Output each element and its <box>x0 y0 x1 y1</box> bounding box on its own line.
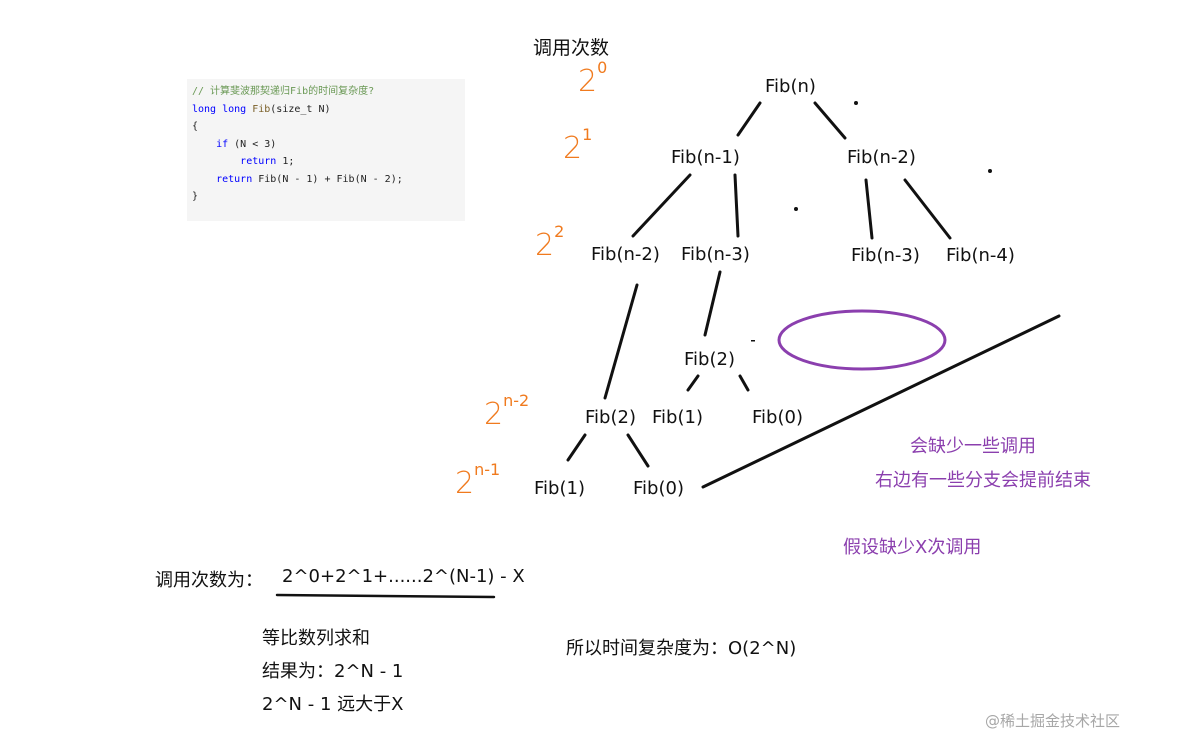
edge-low-right <box>626 433 650 468</box>
power-level-0: 20 <box>578 58 608 99</box>
power-level-n-2: 2n-2 <box>484 391 530 432</box>
node-mid-fib1: Fib(1) <box>652 407 703 428</box>
code-line-signature: long long Fib(size_t N) <box>192 103 331 115</box>
edge-l2b-chain <box>703 270 722 337</box>
note-right-branches: 右边有一些分支会提前结束 <box>875 470 1091 491</box>
node-l2-d: Fib(n-4) <box>946 245 1015 266</box>
dot-4 <box>751 340 755 342</box>
watermark: @稀土掘金技术社区 <box>985 712 1121 730</box>
code-block: // 计算斐波那契递归Fib的时间复杂度? long long Fib(size… <box>187 79 465 221</box>
edge-l1right-d <box>903 178 952 240</box>
node-l1-right: Fib(n-2) <box>847 147 916 168</box>
edge-l1left-a <box>631 173 692 238</box>
code-line-return-expr: return Fib(N - 1) + Fib(N - 2); <box>216 173 403 185</box>
edge-mid-right <box>738 374 750 392</box>
node-low-fib0: Fib(0) <box>633 478 684 499</box>
power-level-1: 21 <box>563 125 593 166</box>
derivation-line-2: 结果为：2^N - 1 <box>262 661 404 682</box>
code-line-return1: return 1; <box>240 156 295 167</box>
edge-mid-left <box>686 374 700 392</box>
node-l2-b: Fib(n-3) <box>681 244 750 265</box>
node-low-fib1: Fib(1) <box>534 478 585 499</box>
conclusion: 所以时间复杂度为：O(2^N) <box>566 638 797 659</box>
node-mid-fib2: Fib(2) <box>684 349 735 370</box>
node-root: Fib(n) <box>765 76 816 97</box>
node-low-fib2: Fib(2) <box>585 407 636 428</box>
code-line-close: } <box>192 191 199 202</box>
code-line-comment: // 计算斐波那契递归Fib的时间复杂度? <box>192 86 375 97</box>
edge-l1left-b <box>733 173 740 238</box>
page-title: 调用次数 <box>533 37 610 59</box>
node-l2-a: Fib(n-2) <box>591 244 660 265</box>
derivation-line-1: 等比数列求和 <box>262 628 370 649</box>
formula-underline <box>275 593 496 599</box>
node-mid-fib0: Fib(0) <box>752 407 803 428</box>
missing-calls-ellipse <box>777 309 947 371</box>
note-missing-calls: 会缺少一些调用 <box>910 436 1036 457</box>
edge-low-left <box>566 433 587 462</box>
node-l1-left: Fib(n-1) <box>671 147 740 168</box>
dot-3 <box>794 207 798 211</box>
power-level-n-1: 2n-1 <box>455 460 501 501</box>
edge-root-left <box>736 101 762 137</box>
diagonal-cut <box>701 314 1061 489</box>
edge-l1right-c <box>864 178 874 240</box>
note-assume-x: 假设缺少X次调用 <box>843 537 982 558</box>
formula-expression: 2^0+2^1+......2^(N-1) - X <box>282 566 525 587</box>
edge-l2a-chain <box>603 283 639 400</box>
code-line-open: { <box>192 121 199 132</box>
formula-label: 调用次数为： <box>155 570 263 591</box>
edge-root-right <box>813 101 847 140</box>
node-l2-c: Fib(n-3) <box>851 245 920 266</box>
derivation-line-3: 2^N - 1 远大于X <box>262 694 404 715</box>
dot-2 <box>988 169 992 173</box>
dot-1 <box>854 101 858 105</box>
power-level-2: 22 <box>535 222 565 263</box>
code-line-if: if (N < 3) <box>216 138 277 150</box>
